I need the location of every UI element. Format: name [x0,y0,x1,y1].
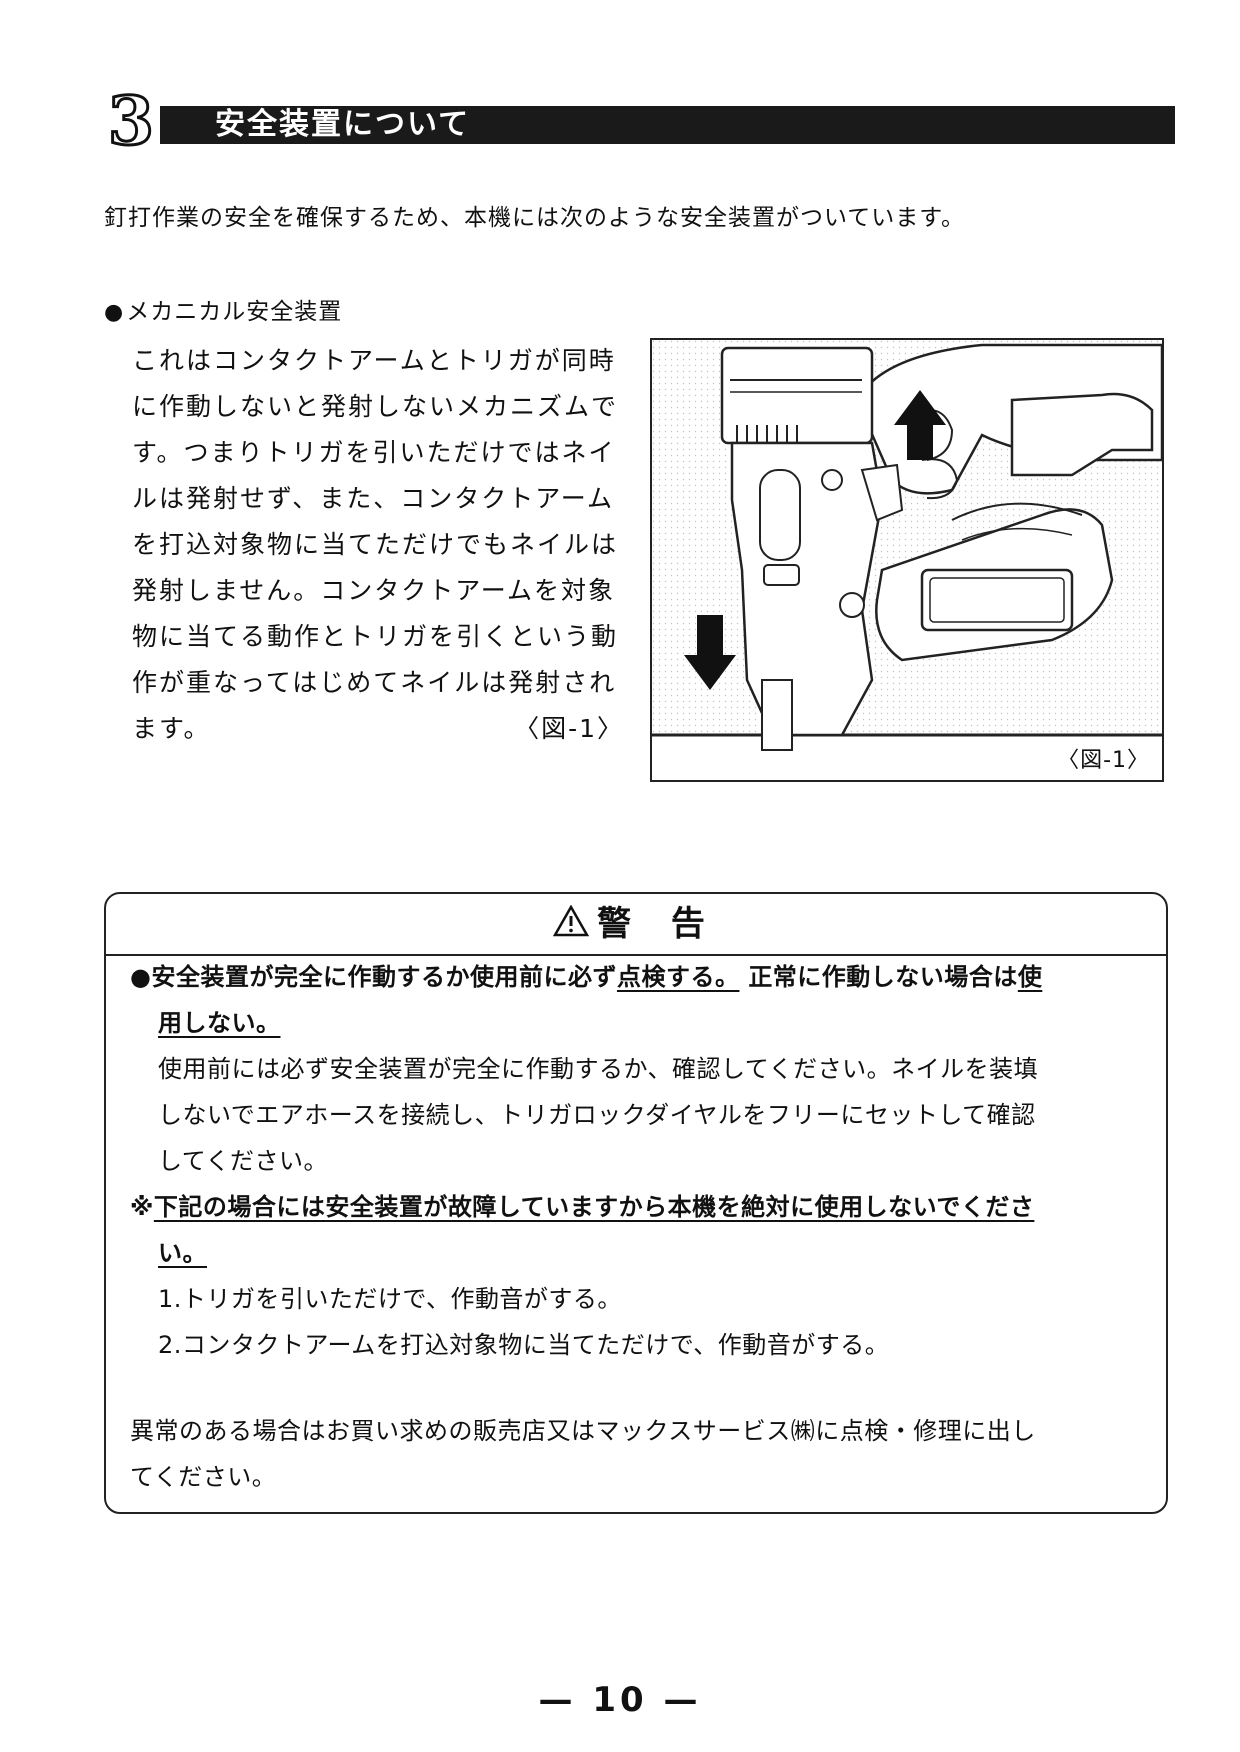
warning-item-1: ●安全装置が完全に作動するか使用前に必ず点検する。 正常に作動しない場合は使 [130,954,1146,1000]
desc-line: これはコンタクトアームとトリガが同時 [132,346,616,375]
warning-item-emphasis: 点検する。 [616,963,740,991]
warning-item-text: 安全装置が完全に作動するか使用前に必ず [151,963,617,991]
warning-case: 1.トリガを引いただけで、作動音がする。 [158,1285,622,1313]
desc-line-last: ます。 〈図-1〉 [132,706,632,752]
warning-box: 警 告 ●安全装置が完全に作動するか使用前に必ず点検する。 正常に作動しない場合… [104,892,1168,1514]
warning-note: ※下記の場合には安全装置が故障していますから本機を絶対に使用しないでくださ [130,1184,1146,1230]
desc-line-text: ます。 [132,714,211,743]
section-number: 3 [107,82,156,160]
warning-note-text: 下記の場合には安全装置が故障していますから本機を絶対に使用しないでくださ [153,1193,1035,1221]
warning-note-cont: い。 [130,1230,1146,1276]
desc-line: ルは発射せず、また、コンタクトアーム [132,484,615,513]
mechanical-description: これはコンタクトアームとトリガが同時 に作動しないと発射しないメカニズムで す。… [132,338,632,752]
page-number: — 10 — [538,1680,702,1720]
warning-footer-line: てください。 [130,1463,277,1491]
note-mark: ※ [130,1193,154,1221]
warning-item-1-cont: 用しない。 [130,1000,1146,1046]
warning-item-text: 正常に作動しない場合は [748,963,1018,991]
warning-body: ●安全装置が完全に作動するか使用前に必ず点検する。 正常に作動しない場合は使 用… [130,954,1146,1500]
warning-detail-line: 使用前には必ず安全装置が完全に作動するか、確認してください。ネイルを装填 [158,1055,1039,1083]
warning-item-emphasis: 用しない。 [158,1009,281,1037]
section-title: 安全装置について [215,107,471,142]
mechanical-heading: ●メカニカル安全装置 [104,292,342,326]
warning-case: 2.コンタクトアームを打込対象物に当てただけで、作動音がする。 [158,1331,890,1359]
desc-line: す。つまりトリガを引いただけではネイ [132,438,616,467]
section-header: 3 安全装置について [100,82,1175,160]
bullet-icon: ● [130,963,152,991]
warning-title-text: 警 告 [597,904,719,944]
intro-text: 釘打作業の安全を確保するため、本機には次のような安全装置がついています。 [104,205,966,231]
warning-footer-line: 異常のある場合はお買い求めの販売店又はマックスサービス㈱に点検・修理に出し [130,1417,1036,1445]
figure-caption: 〈図-1〉 [1057,748,1150,773]
mechanical-heading-text: メカニカル安全装置 [126,299,343,325]
warning-detail-line: しないでエアホースを接続し、トリガロックダイヤルをフリーにセットして確認 [158,1101,1036,1129]
desc-line: に作動しないと発射しないメカニズムで [132,392,619,421]
figure-reference: 〈図-1〉 [514,714,624,743]
warning-item-emphasis: 使 [1017,963,1043,991]
desc-line: 発射しません。コンタクトアームを対象 [132,576,616,605]
desc-line: 作が重なってはじめてネイルは発射され [132,668,617,697]
nailer-illustration [652,340,1162,751]
warning-header: 警 告 [106,894,1166,956]
desc-line: 物に当てる動作とトリガを引くという動 [132,622,619,651]
bullet-icon: ● [104,300,125,325]
warning-title: 警 告 [106,894,1166,956]
desc-line: を打込対象物に当てただけでもネイルは [132,530,619,559]
warning-note-text: い。 [158,1239,207,1267]
warning-detail-line: してください。 [158,1147,329,1175]
section-title-bar [160,106,1175,144]
nailer-figure: 〈図-1〉 [650,338,1164,782]
warning-triangle-icon [552,896,590,956]
